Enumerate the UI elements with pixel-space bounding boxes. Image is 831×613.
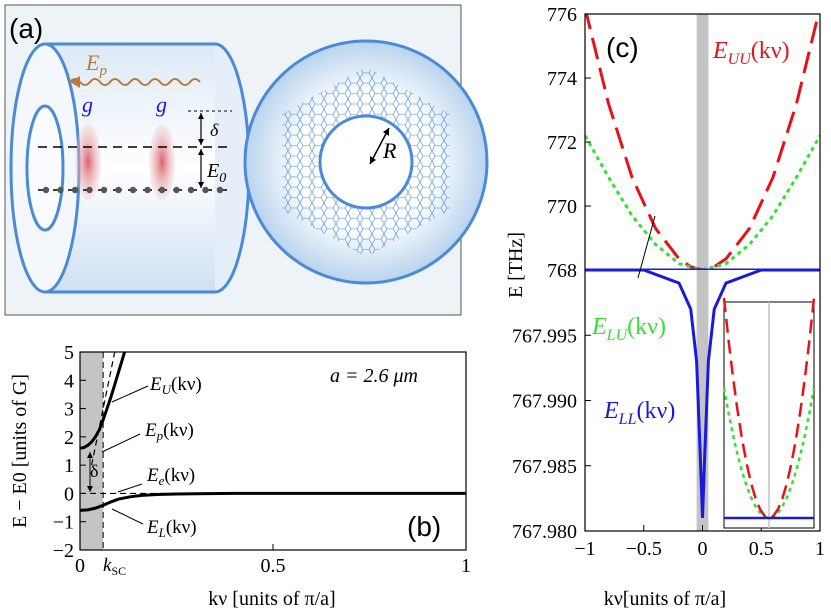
x-tick-label: −1 — [574, 538, 595, 560]
inset-elu — [722, 387, 816, 520]
panel-a: (a) Ep g g δ E0 — [4, 4, 489, 316]
panel-c-ylabel: E [THz] — [505, 232, 527, 298]
label-ELL: ELL(kν) — [603, 398, 675, 428]
series-euuk — [585, 14, 820, 270]
panel-c-curves-lower — [585, 270, 820, 519]
y-tick-label: 770 — [547, 196, 577, 218]
label-Ee: Ee(kν) — [146, 465, 195, 488]
hollow-core — [318, 114, 414, 210]
y-tick-label: 1 — [64, 455, 74, 477]
y-tick-label: 4 — [64, 370, 74, 392]
x-tick-label: 1 — [461, 555, 471, 577]
y-tick-label: −2 — [53, 540, 74, 562]
atom-dot — [86, 186, 93, 194]
pump-wave: Ep — [69, 50, 201, 88]
y-tick-label: 772 — [547, 132, 577, 154]
e0-label: E0 — [206, 160, 226, 186]
atom-cloud-2 — [149, 124, 175, 200]
panel-b-shaded-region — [80, 352, 104, 550]
label-EUU: EUU(kν) — [712, 38, 790, 68]
panel-c-ticks: 776 774 772 770 768 767.995 767.990 767.985 767.… — [512, 4, 825, 560]
y-tick-label: 767.985 — [512, 456, 577, 478]
x-tick-label: 0.5 — [749, 538, 774, 560]
panel-c-frame — [584, 13, 821, 532]
x-tick-label: 0 — [75, 555, 85, 577]
atom-dot — [202, 186, 209, 194]
y-tick-label: 3 — [64, 399, 74, 421]
radius-label: R — [382, 138, 397, 163]
atom-dot — [144, 186, 151, 194]
series-ell-dip — [585, 270, 820, 519]
y-tick-label: −1 — [53, 512, 74, 534]
atom-dot — [57, 186, 64, 194]
y-tick-label: 776 — [547, 4, 577, 26]
panel-b-lattice-constant: a = 2.6 μm — [330, 365, 418, 387]
y-tick-label: 768 — [547, 260, 577, 282]
atom-dot — [71, 186, 79, 194]
x-tick-label: −0.5 — [626, 538, 662, 560]
coupling-g-1: g — [82, 92, 93, 117]
panel-b-ksc-label: kSC — [103, 555, 126, 578]
label-EU: EU(kν) — [149, 374, 202, 397]
delta-label: δ — [210, 120, 219, 140]
x-tick-label: 0.5 — [261, 555, 286, 577]
atom-dot — [42, 186, 50, 194]
atom-dot — [173, 186, 180, 194]
label-ELU: ELU(kν) — [591, 314, 666, 344]
panel-b-frame — [79, 351, 467, 551]
panel-c: 776 774 772 770 768 767.995 767.990 767.985 767.… — [505, 4, 825, 610]
fiber-cross-section: R — [243, 39, 489, 285]
panel-c-curves-upper — [585, 14, 820, 270]
label-Ep: Ep(kν) — [144, 420, 194, 443]
fiber-cylinder — [9, 42, 251, 294]
x-tick-label: 1 — [815, 538, 825, 560]
panel-b-curves — [80, 352, 466, 512]
atom-dot — [187, 186, 195, 194]
atom-cloud-1 — [75, 124, 101, 200]
panel-c-shaded-region — [696, 14, 709, 531]
y-tick-label: 767.995 — [512, 325, 577, 347]
y-tick-label: 2 — [64, 427, 74, 449]
panel-c-label: (c) — [606, 32, 639, 63]
panel-c-xlabel: kν[units of π/a] — [604, 588, 726, 610]
series-eluk — [585, 134, 820, 270]
fiber-hole — [25, 104, 65, 232]
pump-label: Ep — [85, 50, 107, 79]
panel-a-label: (a) — [9, 13, 43, 44]
atom-dot — [115, 186, 122, 194]
atom-dot — [216, 186, 224, 194]
panel-b-ylabel: E − E0 [units of G] — [9, 374, 31, 528]
y-tick-label: 767.980 — [512, 521, 577, 543]
y-tick-label: 0 — [64, 483, 74, 505]
pump-arrowhead — [70, 76, 80, 88]
y-tick-label: 767.990 — [512, 391, 577, 413]
panel-b-label: (b) — [407, 511, 441, 542]
panel-b-xlabel: kν [units of π/a] — [208, 588, 335, 610]
atom-dot — [100, 186, 108, 194]
panel-b-delta-label: δ — [90, 461, 98, 481]
y-tick-label: 774 — [547, 68, 577, 90]
atom-dot — [158, 186, 166, 194]
x-tick-label: 0 — [698, 538, 708, 560]
y-tick-label: 5 — [64, 342, 74, 364]
atom-dot — [129, 186, 137, 194]
series-euk — [80, 352, 127, 450]
panel-c-inset — [722, 297, 816, 529]
atom-chain — [42, 186, 224, 194]
label-EL: EL(kν) — [146, 517, 197, 540]
coupling-g-2: g — [156, 92, 167, 117]
